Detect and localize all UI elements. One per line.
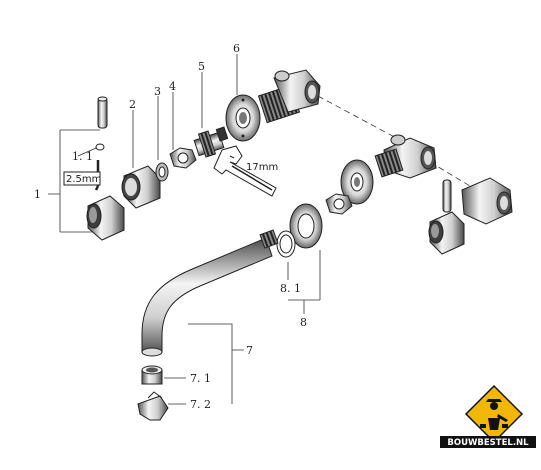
label-part-5: 5 <box>198 60 205 73</box>
bouwbestel-logo: BOUWBESTEL.NL <box>440 384 536 448</box>
label-part-7-1: 7. 1 <box>190 372 211 385</box>
part-6-flange-left <box>225 54 261 142</box>
label-part-1-1: 1. 1 <box>72 150 93 163</box>
part-7-1-aerator <box>141 365 186 385</box>
part-7-spout <box>141 229 279 404</box>
grub-screw <box>77 143 105 157</box>
label-part-7: 7 <box>246 344 253 357</box>
allen-key <box>63 160 101 191</box>
label-part-8: 8 <box>300 316 307 329</box>
handle-knob <box>86 195 125 241</box>
part-8-spout-rosette <box>276 203 323 314</box>
logo-text: BOUWBESTEL.NL <box>447 438 529 448</box>
label-part-2: 2 <box>129 98 136 111</box>
part-1-bracket <box>48 129 100 233</box>
part-1-handle-group <box>48 96 125 241</box>
label-part-3: 3 <box>154 85 161 98</box>
axis-lines <box>317 95 471 187</box>
rough-in-body-middle <box>374 134 437 179</box>
label-hex-size: 2.5mm <box>66 174 101 185</box>
rough-in-body-top <box>257 69 321 124</box>
right-valve-assembly <box>428 177 513 255</box>
label-part-7-2: 7. 2 <box>190 398 211 411</box>
part-7-2-aerator-key <box>137 391 186 421</box>
flange-middle <box>340 159 374 205</box>
label-part-6: 6 <box>233 42 240 55</box>
lever-pin <box>97 96 108 129</box>
part-4-hex-nut <box>169 92 197 169</box>
wrench <box>213 145 277 197</box>
logo-bar <box>440 436 536 448</box>
hex-nut-middle <box>325 193 353 215</box>
part-5-cartridge <box>193 72 229 158</box>
logo-badge <box>464 384 524 444</box>
label-part-8-1: 8. 1 <box>280 282 301 295</box>
logo-worker-icon <box>480 399 508 430</box>
part-3-ring <box>155 96 169 182</box>
part-2-cover-sleeve <box>121 110 161 209</box>
label-part-4: 4 <box>169 80 176 93</box>
label-wrench-size: 17mm <box>246 162 278 173</box>
label-part-1: 1 <box>34 188 41 201</box>
